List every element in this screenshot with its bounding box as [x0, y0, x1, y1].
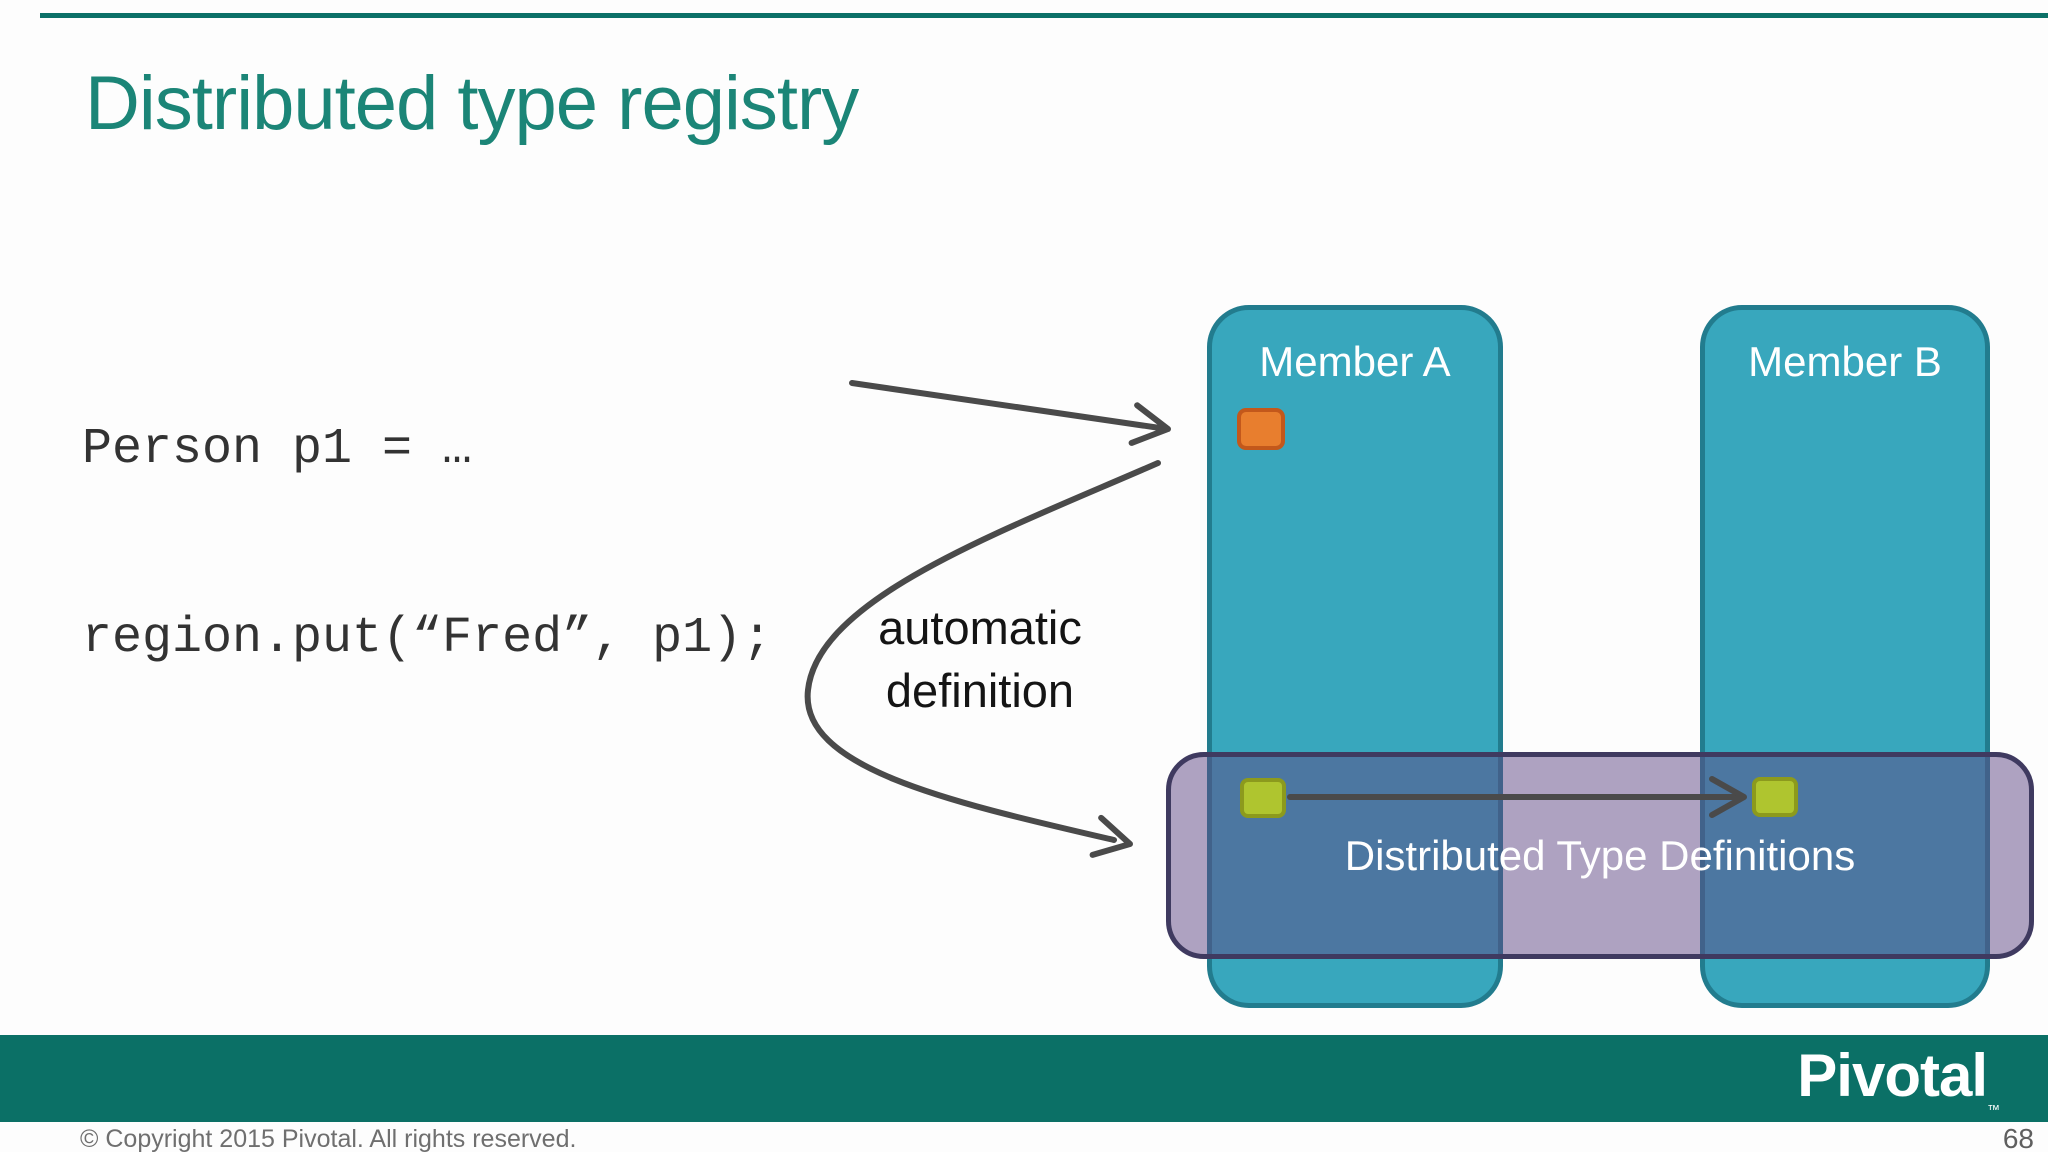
object-instance-icon	[1237, 408, 1285, 450]
put-arrow-line	[849, 380, 1163, 431]
pivotal-logo-text: Pivotal	[1797, 1042, 1988, 1109]
copyright-text: © Copyright 2015 Pivotal. All rights res…	[80, 1125, 577, 1152]
distributed-type-definitions-band	[1166, 752, 2034, 959]
type-definition-icon-a	[1240, 778, 1286, 818]
top-accent-rule	[40, 13, 2048, 18]
code-snippet: Person p1 = … region.put(“Fred”, p1);	[82, 292, 772, 796]
pivotal-logo: Pivotal™	[1797, 1041, 2000, 1117]
put-arrow	[849, 380, 1171, 446]
footer-bar: Pivotal™	[0, 1035, 2048, 1122]
annotation-line-1: automatic	[878, 601, 1082, 654]
member-a-label: Member A	[1259, 338, 1451, 385]
slide-title: Distributed type registry	[85, 61, 859, 146]
member-b-label: Member B	[1748, 338, 1942, 385]
annotation-line-2: definition	[885, 664, 1075, 717]
band-label: Distributed Type Definitions	[1344, 832, 1856, 879]
code-line-1: Person p1 = …	[82, 421, 473, 478]
code-line-2: region.put(“Fred”, p1);	[82, 610, 773, 667]
type-definition-icon-b	[1752, 777, 1798, 817]
automatic-definition-arrow-head	[1089, 814, 1133, 858]
trademark-symbol: ™	[1987, 1102, 2000, 1117]
page-number: 68	[2002, 1123, 2034, 1152]
put-arrow-head	[1128, 402, 1171, 446]
automatic-definition-label: automatic definition	[830, 596, 1130, 722]
